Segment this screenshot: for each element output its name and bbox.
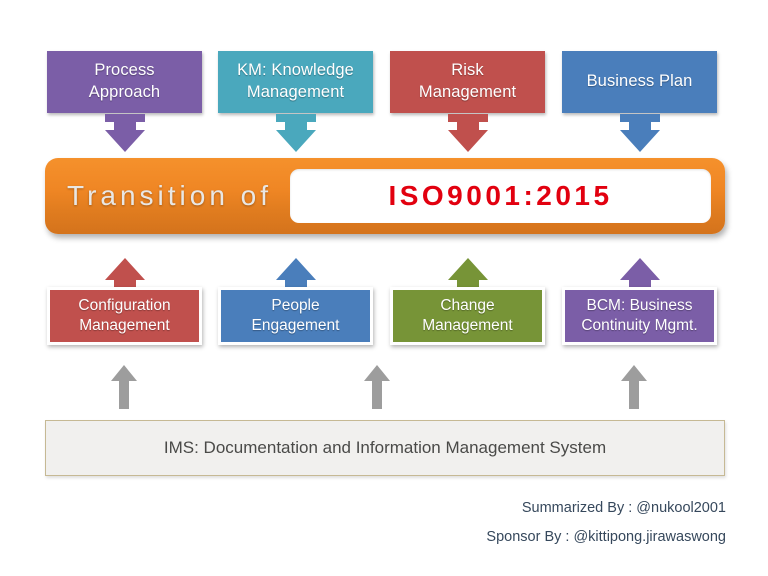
enabler-box-change-management[interactable]: Change Management: [390, 287, 545, 345]
up-arrow-icon-business-continuity-management: [615, 256, 665, 300]
down-arrow-icon-business-plan: [615, 112, 665, 154]
enabler-box-line: BCM: Business: [586, 296, 693, 314]
down-arrow-icon-knowledge-management: [271, 112, 321, 154]
credits-block: Summarized By : @nukool2001 Sponsor By :…: [0, 494, 726, 552]
input-box-process-approach[interactable]: Process Approach: [47, 51, 202, 113]
input-box-knowledge-management[interactable]: KM: Knowledge Management: [218, 51, 373, 113]
standard-chip: ISO9001:2015: [290, 169, 711, 223]
input-box-line: KM: Knowledge: [237, 61, 354, 80]
input-box-line: Process: [94, 61, 155, 80]
enabler-box-people-engagement[interactable]: People Engagement: [218, 287, 373, 345]
input-box-business-plan[interactable]: Business Plan: [562, 51, 717, 113]
input-box-risk-management[interactable]: Risk Management: [390, 51, 545, 113]
credit-summarized-by: Summarized By : @nukool2001: [521, 500, 726, 516]
foundation-bar-ims[interactable]: IMS: Documentation and Information Manag…: [45, 420, 725, 476]
support-arrow-icon-right: [620, 363, 648, 411]
enabler-box-line: Continuity Mgmt.: [581, 317, 698, 334]
banner-lead-text: Transition of: [67, 180, 273, 211]
enabler-box-line: Management: [79, 317, 170, 334]
input-box-line: Business Plan: [586, 72, 693, 91]
enabler-box-line: Management: [422, 317, 513, 334]
input-box-line: Management: [246, 83, 345, 101]
down-arrow-icon-risk-management: [443, 112, 493, 154]
transition-banner: Transition of ISO9001:2015: [45, 158, 725, 234]
enabler-box-business-continuity-management[interactable]: BCM: Business Continuity Mgmt.: [562, 287, 717, 345]
enabler-box-line: People: [271, 296, 320, 314]
up-arrow-icon-change-management: [443, 256, 493, 300]
foundation-bar-label: IMS: Documentation and Information Manag…: [163, 438, 607, 457]
enabler-box-line: Engagement: [251, 317, 340, 334]
down-arrow-icon-process-approach: [100, 112, 150, 154]
support-arrow-icon-left: [110, 363, 138, 411]
credit-sponsor-by: Sponsor By : @kittipong.jirawaswong: [486, 529, 726, 545]
up-arrow-icon-people-engagement: [271, 256, 321, 300]
input-box-line: Approach: [88, 83, 161, 101]
enabler-box-line: Configuration: [78, 296, 171, 314]
enabler-box-line: Change: [440, 296, 495, 314]
input-box-line: Management: [418, 83, 517, 101]
standard-label: ISO9001:2015: [388, 180, 613, 211]
enabler-box-configuration-management[interactable]: Configuration Management: [47, 287, 202, 345]
up-arrow-icon-configuration-management: [100, 256, 150, 300]
support-arrow-icon-center: [363, 363, 391, 411]
input-box-line: Risk: [451, 61, 484, 80]
